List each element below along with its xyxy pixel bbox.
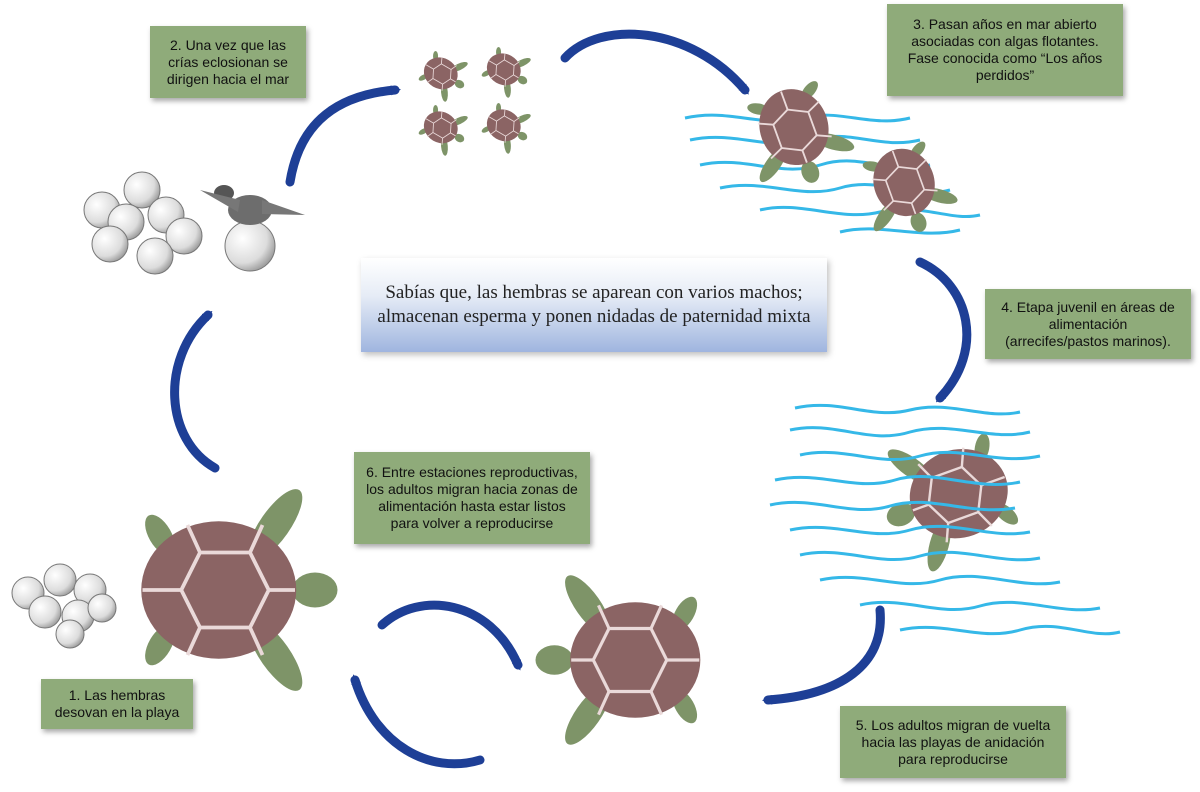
hatchling-icon xyxy=(200,185,305,225)
step-6-label: 6. Entre estaciones reproductivas, los a… xyxy=(354,452,590,544)
step-2-label: 2. Una vez que las crías eclosionan se d… xyxy=(150,26,306,98)
hatchlings-group xyxy=(412,38,540,163)
arrow-adults-return xyxy=(762,605,885,705)
migrating-adult-turtle xyxy=(533,567,704,753)
step-1-label: 1. Las hembras desovan en la playa xyxy=(41,679,193,729)
egg-cluster-hatching xyxy=(83,171,276,275)
step-5-label: 5. Los adultos migran de vuelta hacia la… xyxy=(840,706,1066,778)
step-3-label: 3. Pasan años en mar abierto asociadas c… xyxy=(887,4,1123,96)
juvenile-turtle-feeding-area xyxy=(769,403,1121,636)
arrow-hatchlings-to-sea xyxy=(285,85,401,187)
nesting-female-turtle xyxy=(137,479,340,701)
arrow-upper-migration-loop xyxy=(377,600,523,671)
arrow-to-juvenile xyxy=(915,257,972,403)
arrow-to-open-sea xyxy=(560,29,750,95)
step-4-label: 4. Etapa juvenil en áreas de alimentació… xyxy=(985,289,1191,359)
arrow-nest-to-eggs xyxy=(170,310,220,473)
center-note: Sabías que, las hembras se aparean con v… xyxy=(361,258,827,352)
juvenile-turtles-open-sea xyxy=(684,70,981,249)
arrow-lower-migration-loop xyxy=(350,674,485,769)
egg-cluster-nest xyxy=(11,563,117,649)
